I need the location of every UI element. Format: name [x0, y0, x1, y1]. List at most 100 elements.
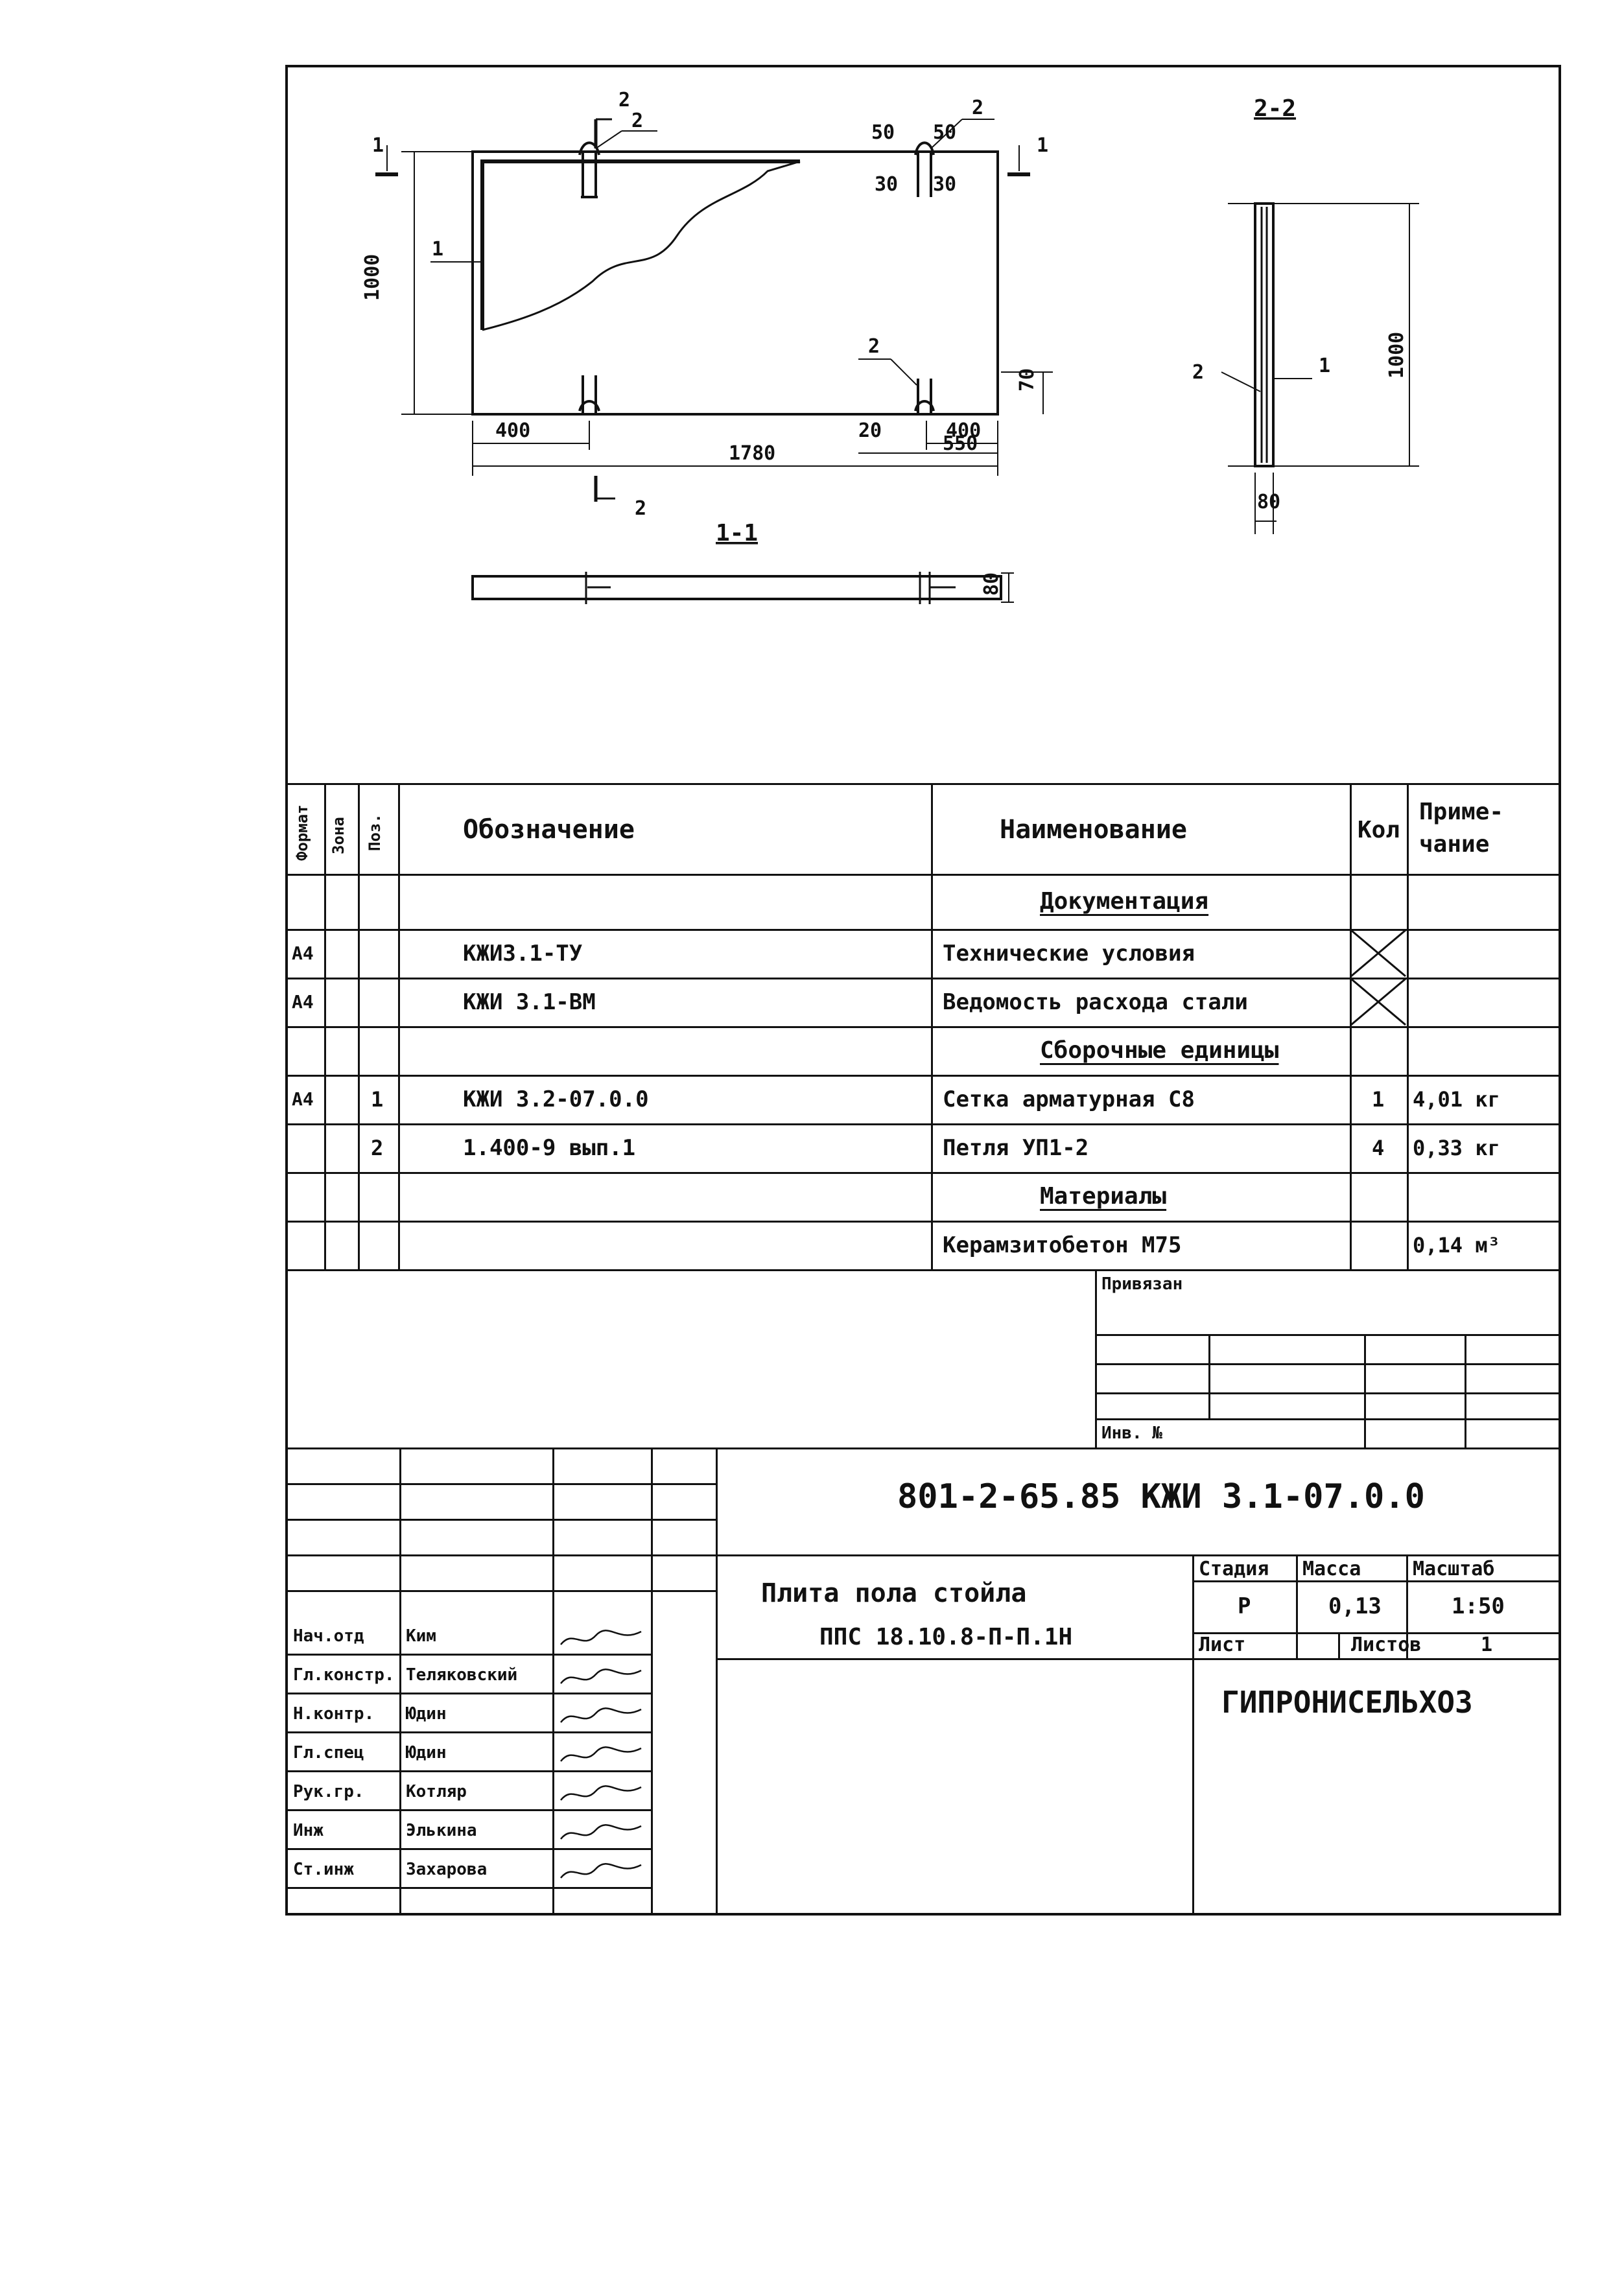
signature-role: Н.контр. — [293, 1704, 375, 1724]
side-dim-height-label: 1000 — [1385, 332, 1408, 379]
row-note: 4,01 кг — [1413, 1086, 1500, 1112]
qty-cross-out — [1350, 929, 1406, 978]
loop-bottom-left — [578, 375, 600, 414]
row-name: Ведомость расхода стали — [943, 989, 1248, 1015]
section-1-1-title: 1-1 — [716, 520, 758, 546]
row-section-name: Материалы — [1040, 1182, 1167, 1210]
sheet-label: Лист — [1199, 1634, 1246, 1656]
handwritten-signature — [560, 1746, 642, 1762]
row-format: А4 — [292, 942, 314, 964]
dim-30-b-label: 30 — [933, 173, 956, 196]
row-section-name: Сборочные единицы — [1040, 1037, 1279, 1064]
callout-2-right-label: 2 — [972, 97, 983, 119]
row-designation: КЖИ3.1-ТУ — [463, 940, 583, 967]
row-note: 0,14 м³ — [1413, 1232, 1500, 1258]
section-2-2-title: 2-2 — [1254, 95, 1296, 122]
header-zone: Зона — [329, 817, 347, 854]
title-line-1: Плита пола стойла — [761, 1578, 1027, 1608]
section-mark-2-top: 2 — [618, 89, 630, 111]
dim-20-label: 20 — [858, 419, 882, 442]
signature-row-divider — [288, 1809, 651, 1811]
section-mark-1-right: 1 — [1037, 134, 1048, 157]
specification-table: Формат Зона Поз. Обозначение Наименовани… — [288, 783, 1559, 1289]
signature-role: Рук.гр. — [293, 1782, 364, 1801]
dim-400-left-label: 400 — [495, 419, 530, 442]
signature-role: Гл.спец — [293, 1743, 364, 1763]
header-pos: Поз. — [366, 814, 384, 851]
inv-number-label: Инв. № — [1101, 1424, 1162, 1443]
section-1-1-outline — [471, 575, 1002, 600]
signature-row-divider — [288, 1731, 651, 1733]
row-format: А4 — [292, 990, 314, 1013]
dim-height-label: 1000 — [361, 254, 384, 301]
scale-value: 1:50 — [1452, 1593, 1505, 1619]
privyazan-label: Привязан — [1101, 1274, 1183, 1294]
dim-50-a-label: 50 — [871, 121, 895, 144]
plate-drawing: 1000 1780 400 400 550 20 70 50 50 30 30 … — [361, 89, 1419, 604]
handwritten-signature — [560, 1707, 642, 1723]
signature-name: Ким — [406, 1626, 436, 1646]
qty-cross-out — [1350, 978, 1406, 1026]
side-callout-1-label: 1 — [1319, 355, 1330, 377]
signature-name: Теляковский — [406, 1665, 518, 1685]
signature-role: Инж — [293, 1821, 324, 1840]
callout-2-bottom-label: 2 — [868, 335, 880, 358]
document-code: 801-2-65.85 КЖИ 3.1-07.0.0 — [897, 1477, 1425, 1516]
handwritten-signature — [560, 1785, 642, 1801]
handwritten-signature — [560, 1863, 642, 1879]
drawing-sheet: 1000 1780 400 400 550 20 70 50 50 30 30 … — [285, 65, 1561, 1916]
header-note: Приме- чание — [1419, 799, 1504, 858]
dim-50-b-label: 50 — [933, 121, 956, 144]
header-format: Формат — [293, 804, 311, 861]
row-qty: 1 — [1372, 1086, 1385, 1112]
stage-value: Р — [1238, 1593, 1251, 1619]
dim-400-right-label: 400 — [946, 419, 981, 442]
signature-row-divider — [288, 1770, 651, 1772]
section-mark-1-left: 1 — [372, 134, 384, 157]
row-pos: 2 — [371, 1135, 384, 1160]
dim-70-label: 70 — [1016, 368, 1039, 392]
row-designation: КЖИ 3.2-07.0.0 — [463, 1086, 649, 1112]
handwritten-signature — [560, 1824, 642, 1840]
signature-name: Котляр — [406, 1782, 467, 1801]
signature-name: Захарова — [406, 1860, 488, 1879]
signature-row-divider — [288, 1654, 651, 1656]
header-name: Наименование — [1000, 815, 1187, 845]
mesh-frame — [480, 159, 800, 330]
signature-row-divider — [288, 1887, 651, 1889]
row-name: Керамзитобетон М75 — [943, 1232, 1182, 1258]
mass-value: 0,13 — [1328, 1593, 1382, 1619]
row-section-name: Документация — [1040, 887, 1209, 915]
loop-top-right — [914, 141, 935, 197]
row-designation: КЖИ 3.1-ВМ — [463, 989, 596, 1015]
signature-name: Юдин — [406, 1704, 447, 1724]
sheets-label: Листов — [1351, 1634, 1422, 1656]
side-dim-80-label: 80 — [1257, 491, 1280, 513]
header-designation: Обозначение — [463, 815, 635, 845]
organization-name: ГИПРОНИСЕЛЬХОЗ — [1221, 1685, 1473, 1720]
signature-row-divider — [288, 1693, 651, 1694]
loop-top-left — [578, 141, 600, 198]
plate-outline — [471, 150, 999, 416]
mass-label: Масса — [1302, 1558, 1361, 1580]
row-name: Технические условия — [943, 940, 1195, 967]
signature-name: Элькина — [406, 1821, 477, 1840]
row-name: Петля УП1-2 — [943, 1134, 1089, 1161]
row-pos: 1 — [371, 1086, 384, 1112]
row-designation: 1.400-9 вып.1 — [463, 1134, 636, 1161]
privyazan-block: Привязан Инв. № — [288, 1269, 1559, 1464]
scale-label: Масштаб — [1413, 1558, 1495, 1580]
signature-role: Гл.констр. — [293, 1665, 395, 1685]
loop-bottom-right — [914, 379, 935, 414]
side-section-outline — [1254, 202, 1275, 467]
dim-length-label: 1780 — [729, 442, 775, 465]
header-qty: Кол — [1358, 817, 1400, 843]
handwritten-signature — [560, 1669, 642, 1684]
title-line-2: ППС 18.10.8-П-П.1Н — [819, 1624, 1073, 1650]
section-dim-80-label: 80 — [980, 572, 1003, 596]
handwritten-signature — [560, 1630, 642, 1645]
signature-name: Юдин — [406, 1743, 447, 1763]
sheets-value: 1 — [1481, 1634, 1493, 1656]
callout-2-top-label: 2 — [631, 110, 643, 132]
